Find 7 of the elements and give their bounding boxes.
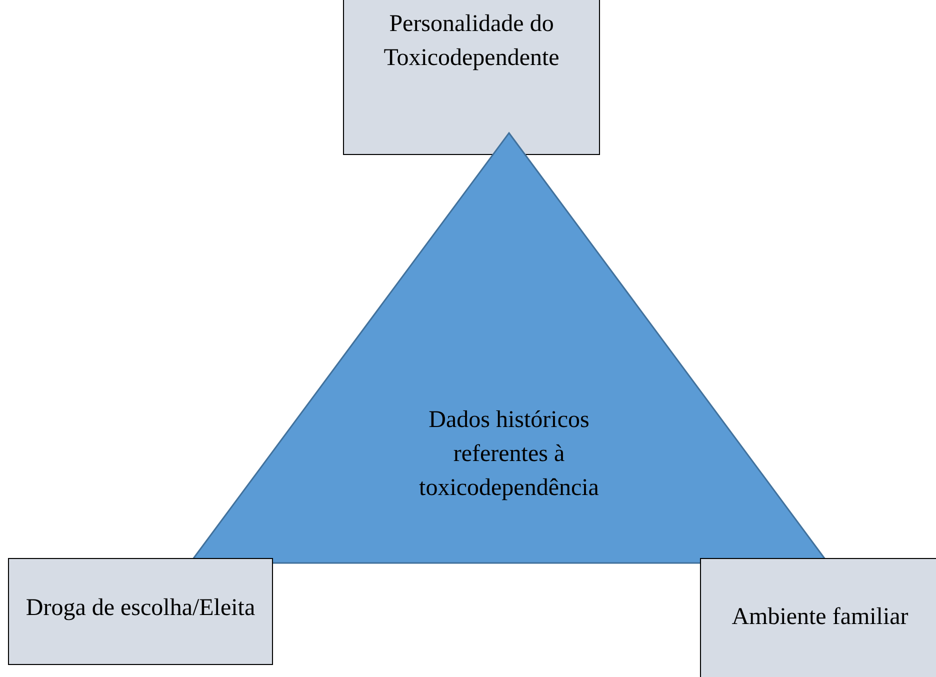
node-label: Droga de escolha/Eleita: [26, 594, 256, 624]
concept-box: [8, 558, 273, 665]
node-label: Ambiente familiar: [732, 603, 908, 632]
concept-box: [343, 0, 600, 155]
node-label: Dados históricos referentes à toxicodependência: [418, 406, 600, 503]
node-label: Personalidade do Toxicodependente: [382, 10, 560, 74]
concept-box: [700, 558, 936, 677]
